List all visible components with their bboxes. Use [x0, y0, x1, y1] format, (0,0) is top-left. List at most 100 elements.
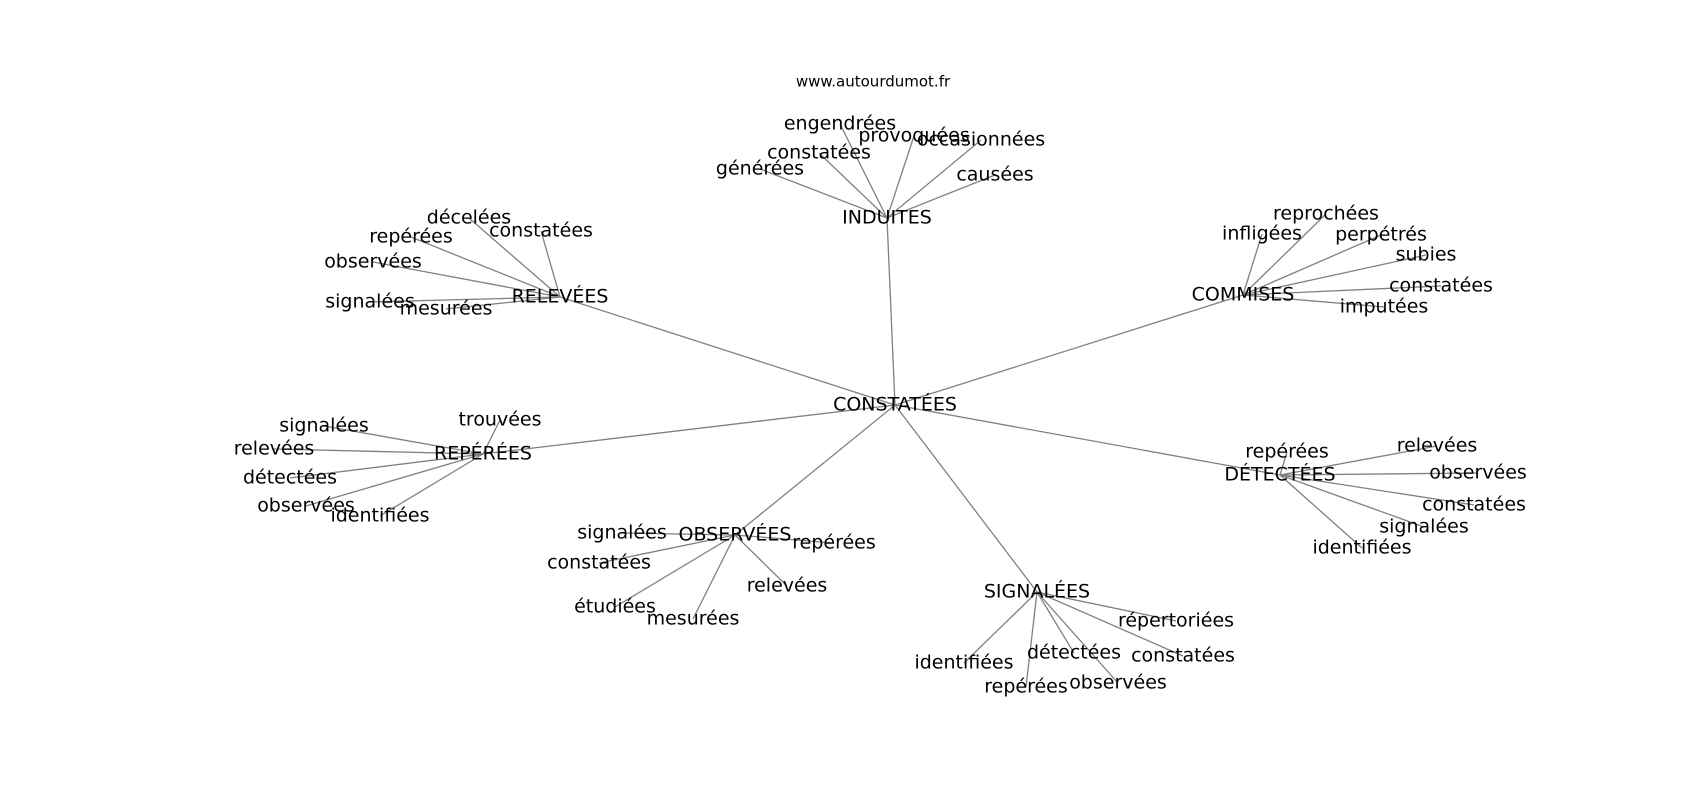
- leaf-word[interactable]: repérées: [984, 676, 1068, 698]
- leaf-word[interactable]: constatées: [767, 142, 871, 164]
- edge-hub-leaf: [886, 174, 996, 219]
- edge-hub-leaf: [1279, 445, 1438, 476]
- leaf-word[interactable]: trouvées: [458, 409, 541, 431]
- edge-hub-leaf: [1242, 233, 1263, 296]
- edge-hub-leaf: [1036, 591, 1184, 657]
- edge-root-hub: [894, 294, 1244, 406]
- edge-hub-leaf: [1279, 474, 1475, 506]
- leaf-word[interactable]: constatées: [1422, 494, 1526, 516]
- edge-hub-leaf: [759, 168, 888, 219]
- leaf-word[interactable]: détectées: [243, 467, 337, 489]
- edge-root-hub: [734, 404, 896, 536]
- edge-hub-leaf: [1242, 285, 1442, 296]
- leaf-word[interactable]: décelées: [427, 207, 511, 229]
- hub-word[interactable]: OBSERVÉES: [679, 523, 792, 546]
- edge-hub-leaf: [1279, 472, 1479, 476]
- edge-hub-leaf: [734, 534, 788, 587]
- leaf-word[interactable]: relevées: [747, 575, 828, 597]
- leaf-word[interactable]: causées: [956, 164, 1033, 186]
- leaf-word[interactable]: observées: [257, 495, 355, 517]
- edge-hub-leaf: [1279, 474, 1363, 549]
- edge-root-hub: [886, 217, 896, 406]
- edges: [273, 123, 1479, 688]
- leaf-word[interactable]: subies: [1396, 244, 1457, 266]
- edge-hub-leaf: [410, 236, 561, 298]
- leaf-word[interactable]: répertoriées: [1118, 610, 1234, 632]
- edge-hub-leaf: [621, 532, 736, 536]
- leaf-word[interactable]: repérées: [792, 532, 876, 554]
- edge-hub-leaf: [1036, 591, 1075, 654]
- leaf-word[interactable]: imputées: [1340, 296, 1429, 318]
- leaf-word[interactable]: constatées: [1389, 275, 1493, 297]
- hub-word[interactable]: REPÉRÉES: [434, 442, 532, 465]
- leaf-word[interactable]: engendrées: [784, 113, 896, 135]
- edge-hub-leaf: [1242, 234, 1382, 296]
- leaf-word[interactable]: infligées: [1222, 223, 1302, 245]
- leaf-word[interactable]: occasionnées: [917, 129, 1045, 151]
- edge-hub-leaf: [369, 296, 561, 303]
- leaf-word[interactable]: reprochées: [1273, 203, 1379, 225]
- edge-hub-leaf: [1242, 213, 1327, 296]
- edge-hub-leaf: [1242, 294, 1385, 308]
- leaf-word[interactable]: signalées: [279, 415, 368, 437]
- leaf-word[interactable]: observées: [324, 251, 422, 273]
- edge-hub-leaf: [614, 534, 736, 608]
- leaf-word[interactable]: identifiées: [330, 505, 429, 527]
- edge-hub-leaf: [1242, 254, 1427, 296]
- edge-hub-leaf: [482, 419, 501, 455]
- edge-hub-leaf: [445, 296, 561, 310]
- leaf-word[interactable]: mesurées: [647, 608, 740, 630]
- hub-word[interactable]: RELEVÉES: [512, 285, 609, 308]
- hub-word[interactable]: INDUITES: [842, 207, 932, 229]
- edge-hub-leaf: [1279, 451, 1288, 476]
- leaf-word[interactable]: signalées: [577, 522, 666, 544]
- leaf-word[interactable]: signalées: [325, 291, 414, 313]
- leaf-word[interactable]: observées: [1429, 462, 1527, 484]
- edge-hub-leaf: [273, 448, 484, 455]
- edge-hub-leaf: [305, 453, 484, 507]
- root-word[interactable]: CONSTATÉES: [833, 393, 957, 416]
- edge-hub-leaf: [598, 534, 736, 564]
- leaf-word[interactable]: repérées: [1245, 441, 1329, 463]
- edge-hub-leaf: [1279, 474, 1425, 528]
- edge-hub-leaf: [839, 123, 888, 219]
- leaf-word[interactable]: mesurées: [400, 298, 493, 320]
- leaf-word[interactable]: constatées: [547, 552, 651, 574]
- leaf-word[interactable]: générées: [716, 158, 804, 180]
- edge-hub-leaf: [289, 453, 484, 479]
- edge-hub-leaf: [1036, 591, 1177, 622]
- leaf-word[interactable]: identifiées: [1312, 537, 1411, 559]
- leaf-word[interactable]: constatées: [489, 220, 593, 242]
- leaf-word[interactable]: identifiées: [914, 652, 1013, 674]
- leaf-word[interactable]: provoquées: [858, 125, 969, 147]
- hub-word[interactable]: SIGNALÉES: [984, 580, 1090, 603]
- edge-root-hub: [894, 404, 1281, 476]
- leaf-word[interactable]: signalées: [1379, 516, 1468, 538]
- leaf-word[interactable]: détectées: [1027, 642, 1121, 664]
- leaf-word[interactable]: relevées: [1397, 435, 1478, 457]
- leaf-word[interactable]: étudiées: [574, 596, 656, 618]
- edge-hub-leaf: [734, 534, 835, 544]
- edge-hub-leaf: [372, 261, 561, 298]
- edge-hub-leaf: [818, 152, 888, 219]
- leaf-word[interactable]: constatées: [1131, 645, 1235, 667]
- leaf-word[interactable]: perpétrés: [1335, 224, 1427, 246]
- edge-hub-leaf: [886, 139, 982, 219]
- edge-root-hub: [559, 296, 896, 406]
- leaf-word[interactable]: observées: [1069, 672, 1167, 694]
- site-url: www.autourdumot.fr: [796, 73, 951, 91]
- edge-hub-leaf: [468, 217, 561, 298]
- labels: www.autourdumot.fr CONSTATÉES INDUITES eng…: [234, 73, 1527, 698]
- edge-hub-leaf: [692, 534, 736, 620]
- leaf-word[interactable]: relevées: [234, 438, 315, 460]
- leaf-word[interactable]: repérées: [369, 226, 453, 248]
- edge-root-hub: [482, 404, 896, 455]
- edge-hub-leaf: [540, 230, 561, 298]
- edge-hub-leaf: [963, 591, 1038, 664]
- edge-hub-leaf: [1025, 591, 1038, 688]
- edge-root-hub: [894, 404, 1038, 593]
- hub-word[interactable]: COMMISES: [1192, 284, 1295, 306]
- edge-hub-leaf: [323, 425, 484, 455]
- hub-word[interactable]: DÉTECTÉES: [1224, 463, 1335, 486]
